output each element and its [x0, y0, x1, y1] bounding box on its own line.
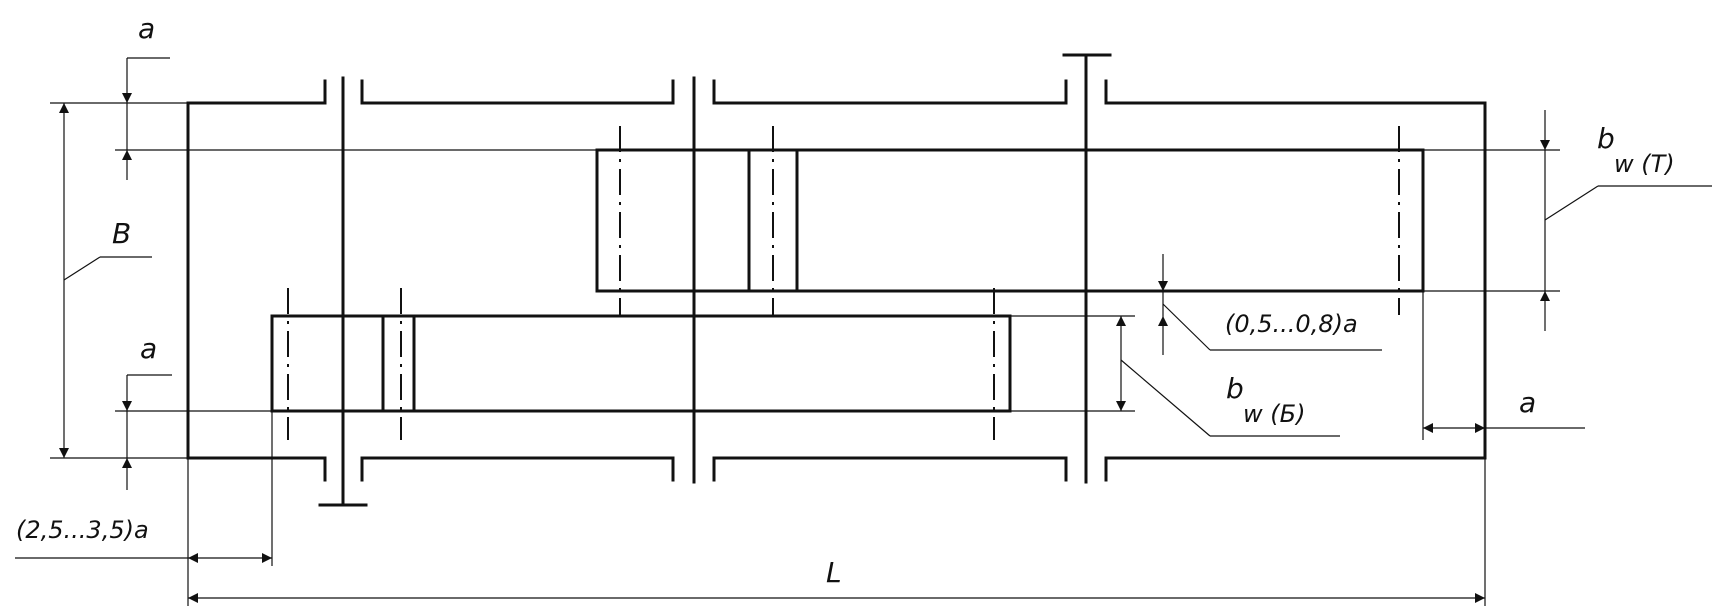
- extension-lines: [50, 102, 1560, 606]
- input-shaft: [318, 76, 368, 507]
- fast-stage-gear: [412, 288, 1012, 440]
- label-bw-slow-main: b: [1597, 122, 1615, 155]
- label-L: L: [826, 556, 842, 589]
- dimension-a-right: a: [1423, 386, 1585, 433]
- housing-outline: [186, 79, 1487, 482]
- slow-stage-pinion: [595, 126, 799, 315]
- dimension-B: B: [59, 103, 152, 458]
- output-shaft: [1062, 53, 1112, 484]
- label-bw-slow-sub: w (T): [1614, 150, 1675, 178]
- label-bw-fast-main: b: [1226, 372, 1244, 405]
- dimension-L: L: [188, 556, 1485, 603]
- label-gap-left: (2,5...3,5)a: [16, 516, 149, 544]
- dimension-bw-fast: b w (Б): [1116, 316, 1340, 437]
- label-gap-mid: (0,5...0,8)a: [1225, 310, 1358, 338]
- label-a-top: a: [138, 12, 155, 45]
- dimension-gap-left: (2,5...3,5)a: [15, 516, 272, 563]
- slow-stage-gear: [795, 126, 1425, 315]
- dimension-bw-slow: b w (T): [1540, 110, 1712, 331]
- label-B: B: [112, 217, 131, 250]
- label-bw-fast-sub: w (Б): [1243, 400, 1305, 428]
- label-a-right: a: [1519, 386, 1536, 419]
- dimension-a-top: a: [122, 12, 170, 180]
- label-a-left: a: [140, 332, 157, 365]
- dimension-gap-mid: (0,5...0,8)a: [1158, 254, 1382, 355]
- dimension-a-left: a: [122, 332, 172, 490]
